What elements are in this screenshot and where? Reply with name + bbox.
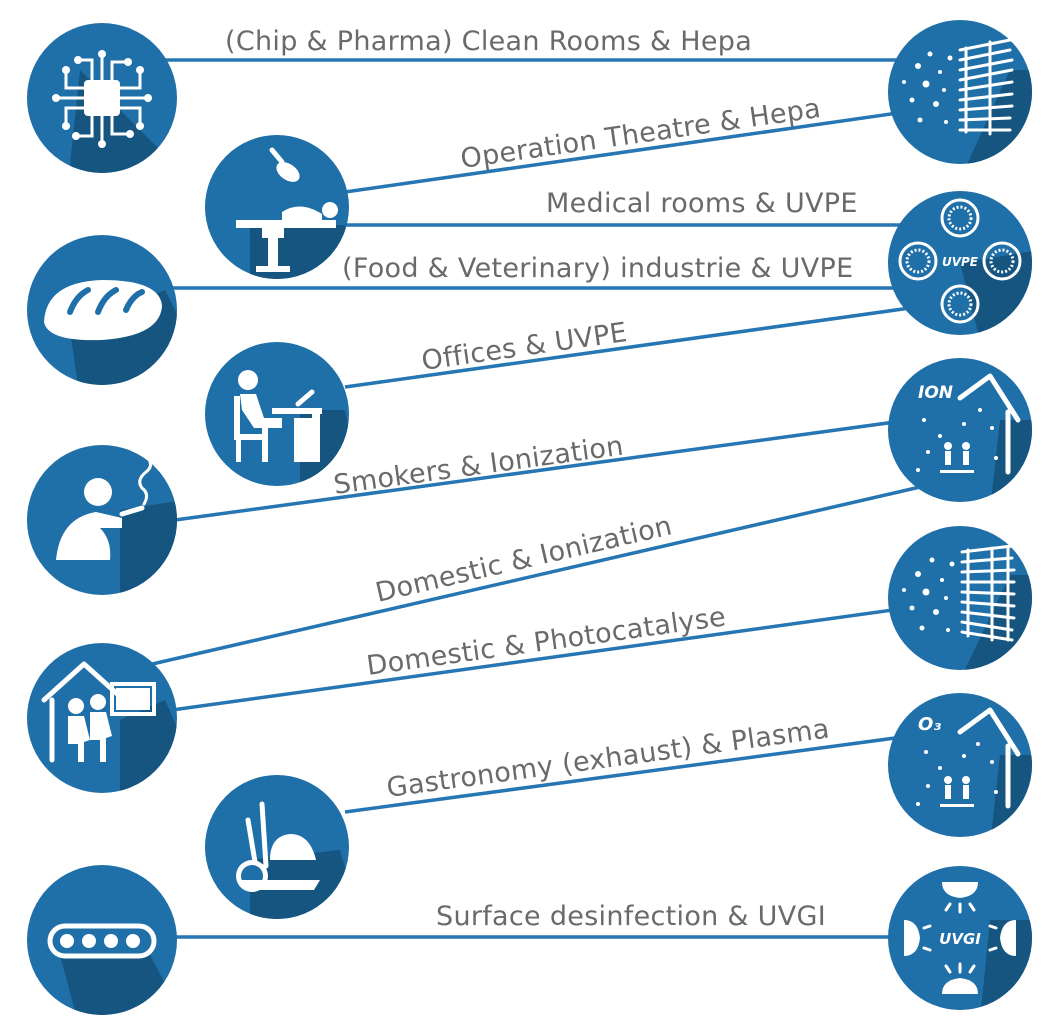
conveyor-belt-icon [27,865,177,1015]
office-worker-icon [205,342,349,486]
connector-gastro-plasma [344,736,896,814]
label-chip-pharma: (Chip & Pharma) Clean Rooms & Hepa [225,26,752,57]
uvpe-text: UVPE [942,255,979,269]
connector-ot-hepa [344,110,906,194]
label-operation-theatre: Operation Theatre & Hepa [459,93,823,175]
connector-offices-uvpe [344,306,911,389]
connector-domestic-ion [134,485,921,670]
uvgi-text: UVGI [939,930,981,948]
label-domestic-ionization: Domestic & Ionization [373,510,675,608]
smoker-icon [27,445,177,595]
circuit-chip-icon [27,23,177,173]
connector-domestic-photo [171,608,894,712]
home-family-icon [27,643,177,793]
hepa-filter-icon [888,20,1032,164]
uvpe-lamps-icon: UVPE [888,191,1032,335]
label-surface: Surface desinfection & UVGI [436,901,826,932]
uvgi-lamps-icon: UVGI [888,866,1032,1010]
photocatalyse-filter-icon [888,526,1032,670]
plasma-text: O₃ [918,714,941,735]
bread-icon [27,235,177,385]
connector-lines [134,58,921,939]
kitchen-cooking-icon [205,775,349,919]
connector-smokers-ion [174,420,896,522]
plasma-house-icon: O₃ [888,693,1032,837]
ion-text: ION [918,383,953,403]
label-medical-rooms: Medical rooms & UVPE [546,188,858,219]
label-offices: Offices & UVPE [420,317,630,377]
label-food-veterinary: (Food & Veterinary) industrie & UVPE [342,253,853,284]
operating-table-icon [205,135,349,279]
label-gastronomy: Gastronomy (exhaust) & Plasma [385,713,832,804]
label-smokers: Smokers & Ionization [332,431,626,501]
